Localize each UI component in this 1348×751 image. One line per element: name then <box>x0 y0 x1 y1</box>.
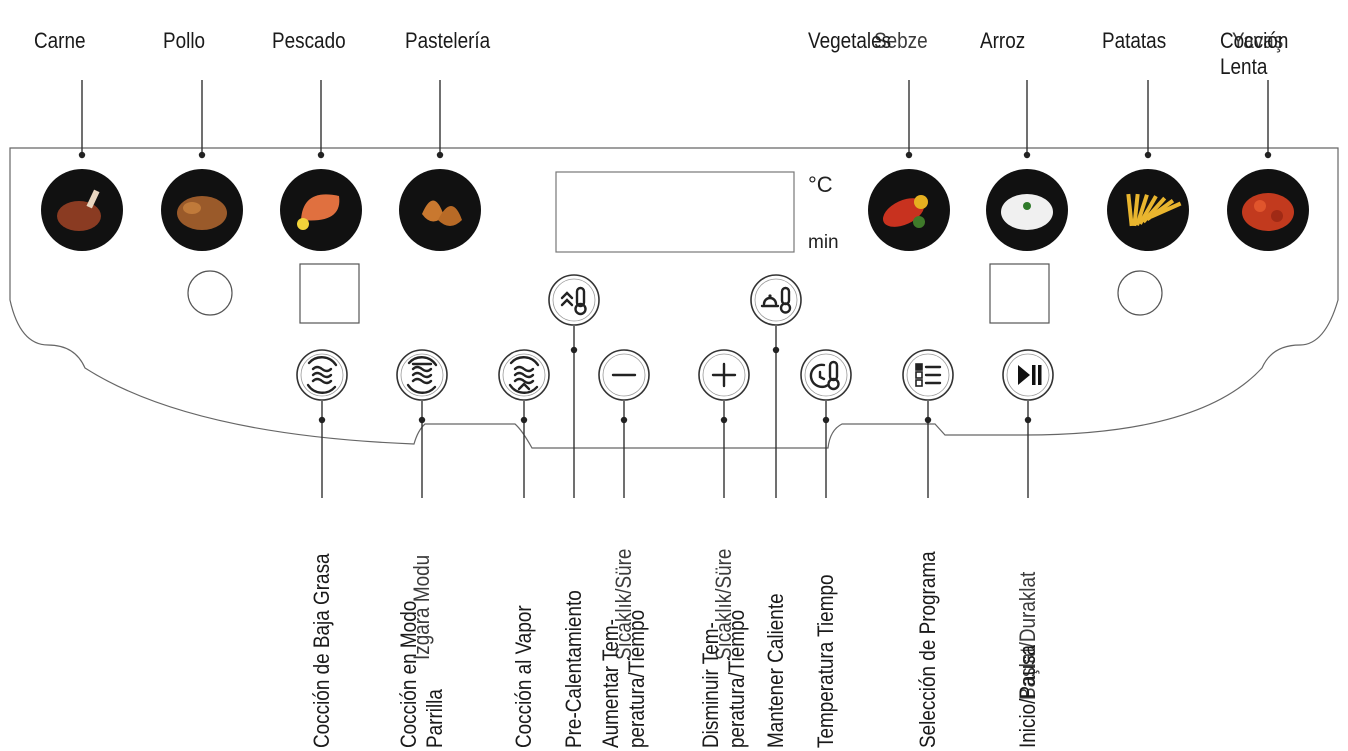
leader-dot <box>1264 151 1272 159</box>
leader-dot <box>418 416 426 424</box>
panel-outline <box>9 147 1339 449</box>
function-label-overlay: Sıcaklık/Süre <box>711 549 737 660</box>
preheat-icon[interactable] <box>548 274 600 326</box>
indicator-circle <box>187 270 233 316</box>
function-label-overlay-line: Başlat/Duraklat <box>1015 571 1040 700</box>
leader-dot <box>318 416 326 424</box>
function-label-baja-grasa: Cocción de Baja Grasa <box>309 553 335 748</box>
program-label-overlay: Yavaş <box>1232 28 1284 53</box>
program-label-pescado: Pescado <box>272 28 346 54</box>
leader-dot <box>1024 416 1032 424</box>
leader-dot <box>620 416 628 424</box>
program-label-patatas: Patatas <box>1102 28 1166 54</box>
function-label-line: Pre-Calentamiento <box>561 590 586 748</box>
program-label-text: Vegetales <box>808 28 892 53</box>
play-pause-icon[interactable] <box>1002 349 1054 401</box>
program-label-text: Pastelería <box>405 28 491 53</box>
function-label-vapor: Cocción al Vapor <box>511 605 537 748</box>
stew-icon <box>1227 169 1309 251</box>
leader-dot <box>822 416 830 424</box>
program-label-overlay: Sebze <box>874 28 928 53</box>
leader-dot <box>772 346 780 354</box>
function-label-line: Temperatura Tiempo <box>813 574 838 748</box>
leader-dot <box>317 151 325 159</box>
leader-dot <box>570 346 578 354</box>
function-label-line: Cocción de Baja Grasa <box>309 553 334 748</box>
oven-grill-icon[interactable] <box>396 349 448 401</box>
function-label-overlay: Sıcaklık/Süre <box>611 549 637 660</box>
function-label-mantener-caliente: Mantener Caliente <box>763 593 789 748</box>
keep-warm-icon[interactable] <box>750 274 802 326</box>
function-label-line: Selección de Programa <box>915 551 940 748</box>
leader-dot <box>78 151 86 159</box>
timer-thermometer-icon[interactable] <box>800 349 852 401</box>
program-label-arroz: Arroz <box>980 28 1025 54</box>
leader-dot <box>436 151 444 159</box>
indicator-square <box>299 263 360 324</box>
function-label-line: Cocción al Vapor <box>511 605 536 748</box>
function-label-pre-calentamiento: Pre-Calentamiento <box>561 590 587 748</box>
indicator-square <box>989 263 1050 324</box>
program-label-text-line2: Lenta <box>1220 54 1268 79</box>
french-fries-icon <box>1107 169 1189 251</box>
function-label-temp-tiempo: Temperatura Tiempo <box>813 574 839 748</box>
program-label-text: Patatas <box>1102 28 1167 53</box>
function-label-overlay-line: Sıcaklık/Süre <box>711 548 736 660</box>
leader-dot <box>1144 151 1152 159</box>
plus-icon[interactable] <box>698 349 750 401</box>
leader-dot <box>1023 151 1031 159</box>
program-label-text: Arroz <box>980 28 1026 53</box>
function-label-overlay: Başlat/Duraklat <box>1015 572 1041 700</box>
minus-icon[interactable] <box>598 349 650 401</box>
program-label-vegetales: Vegetales <box>808 28 891 54</box>
program-label-pasteleria: Pastelería <box>405 28 490 54</box>
leader-dot <box>198 151 206 159</box>
croissant-icon <box>399 169 481 251</box>
leader-dot <box>520 416 528 424</box>
program-label-text: Carne <box>34 28 86 53</box>
rice-bowl-icon <box>986 169 1068 251</box>
leader-dot <box>924 416 932 424</box>
low-fat-cooking-icon[interactable] <box>296 349 348 401</box>
indicator-circle <box>1117 270 1163 316</box>
roast-chicken-icon <box>161 169 243 251</box>
function-label-seleccion-programa: Selección de Programa <box>915 551 941 748</box>
program-label-carne: Carne <box>34 28 86 54</box>
steam-cooking-icon[interactable] <box>498 349 550 401</box>
temperature-unit: °C <box>808 172 833 197</box>
function-label-line: Mantener Caliente <box>763 593 788 748</box>
leader-dot <box>905 151 913 159</box>
program-label-text: Pollo <box>163 28 206 53</box>
salmon-steak-icon <box>280 169 362 251</box>
program-list-icon[interactable] <box>902 349 954 401</box>
function-label-overlay-line: Sıcaklık/Süre <box>611 548 636 660</box>
time-unit: min <box>808 232 839 253</box>
leader-dot <box>720 416 728 424</box>
grilled-vegetables-icon <box>868 169 950 251</box>
program-label-text: Cocción <box>1220 28 1289 53</box>
program-label-pollo: Pollo <box>163 28 205 54</box>
lcd-display <box>555 171 795 253</box>
meat-drumstick-icon <box>41 169 123 251</box>
program-label-text: Pescado <box>272 28 346 53</box>
function-label-overlay-line: Izgara Modu <box>409 554 434 660</box>
function-label-overlay: Izgara Modu <box>409 555 435 660</box>
